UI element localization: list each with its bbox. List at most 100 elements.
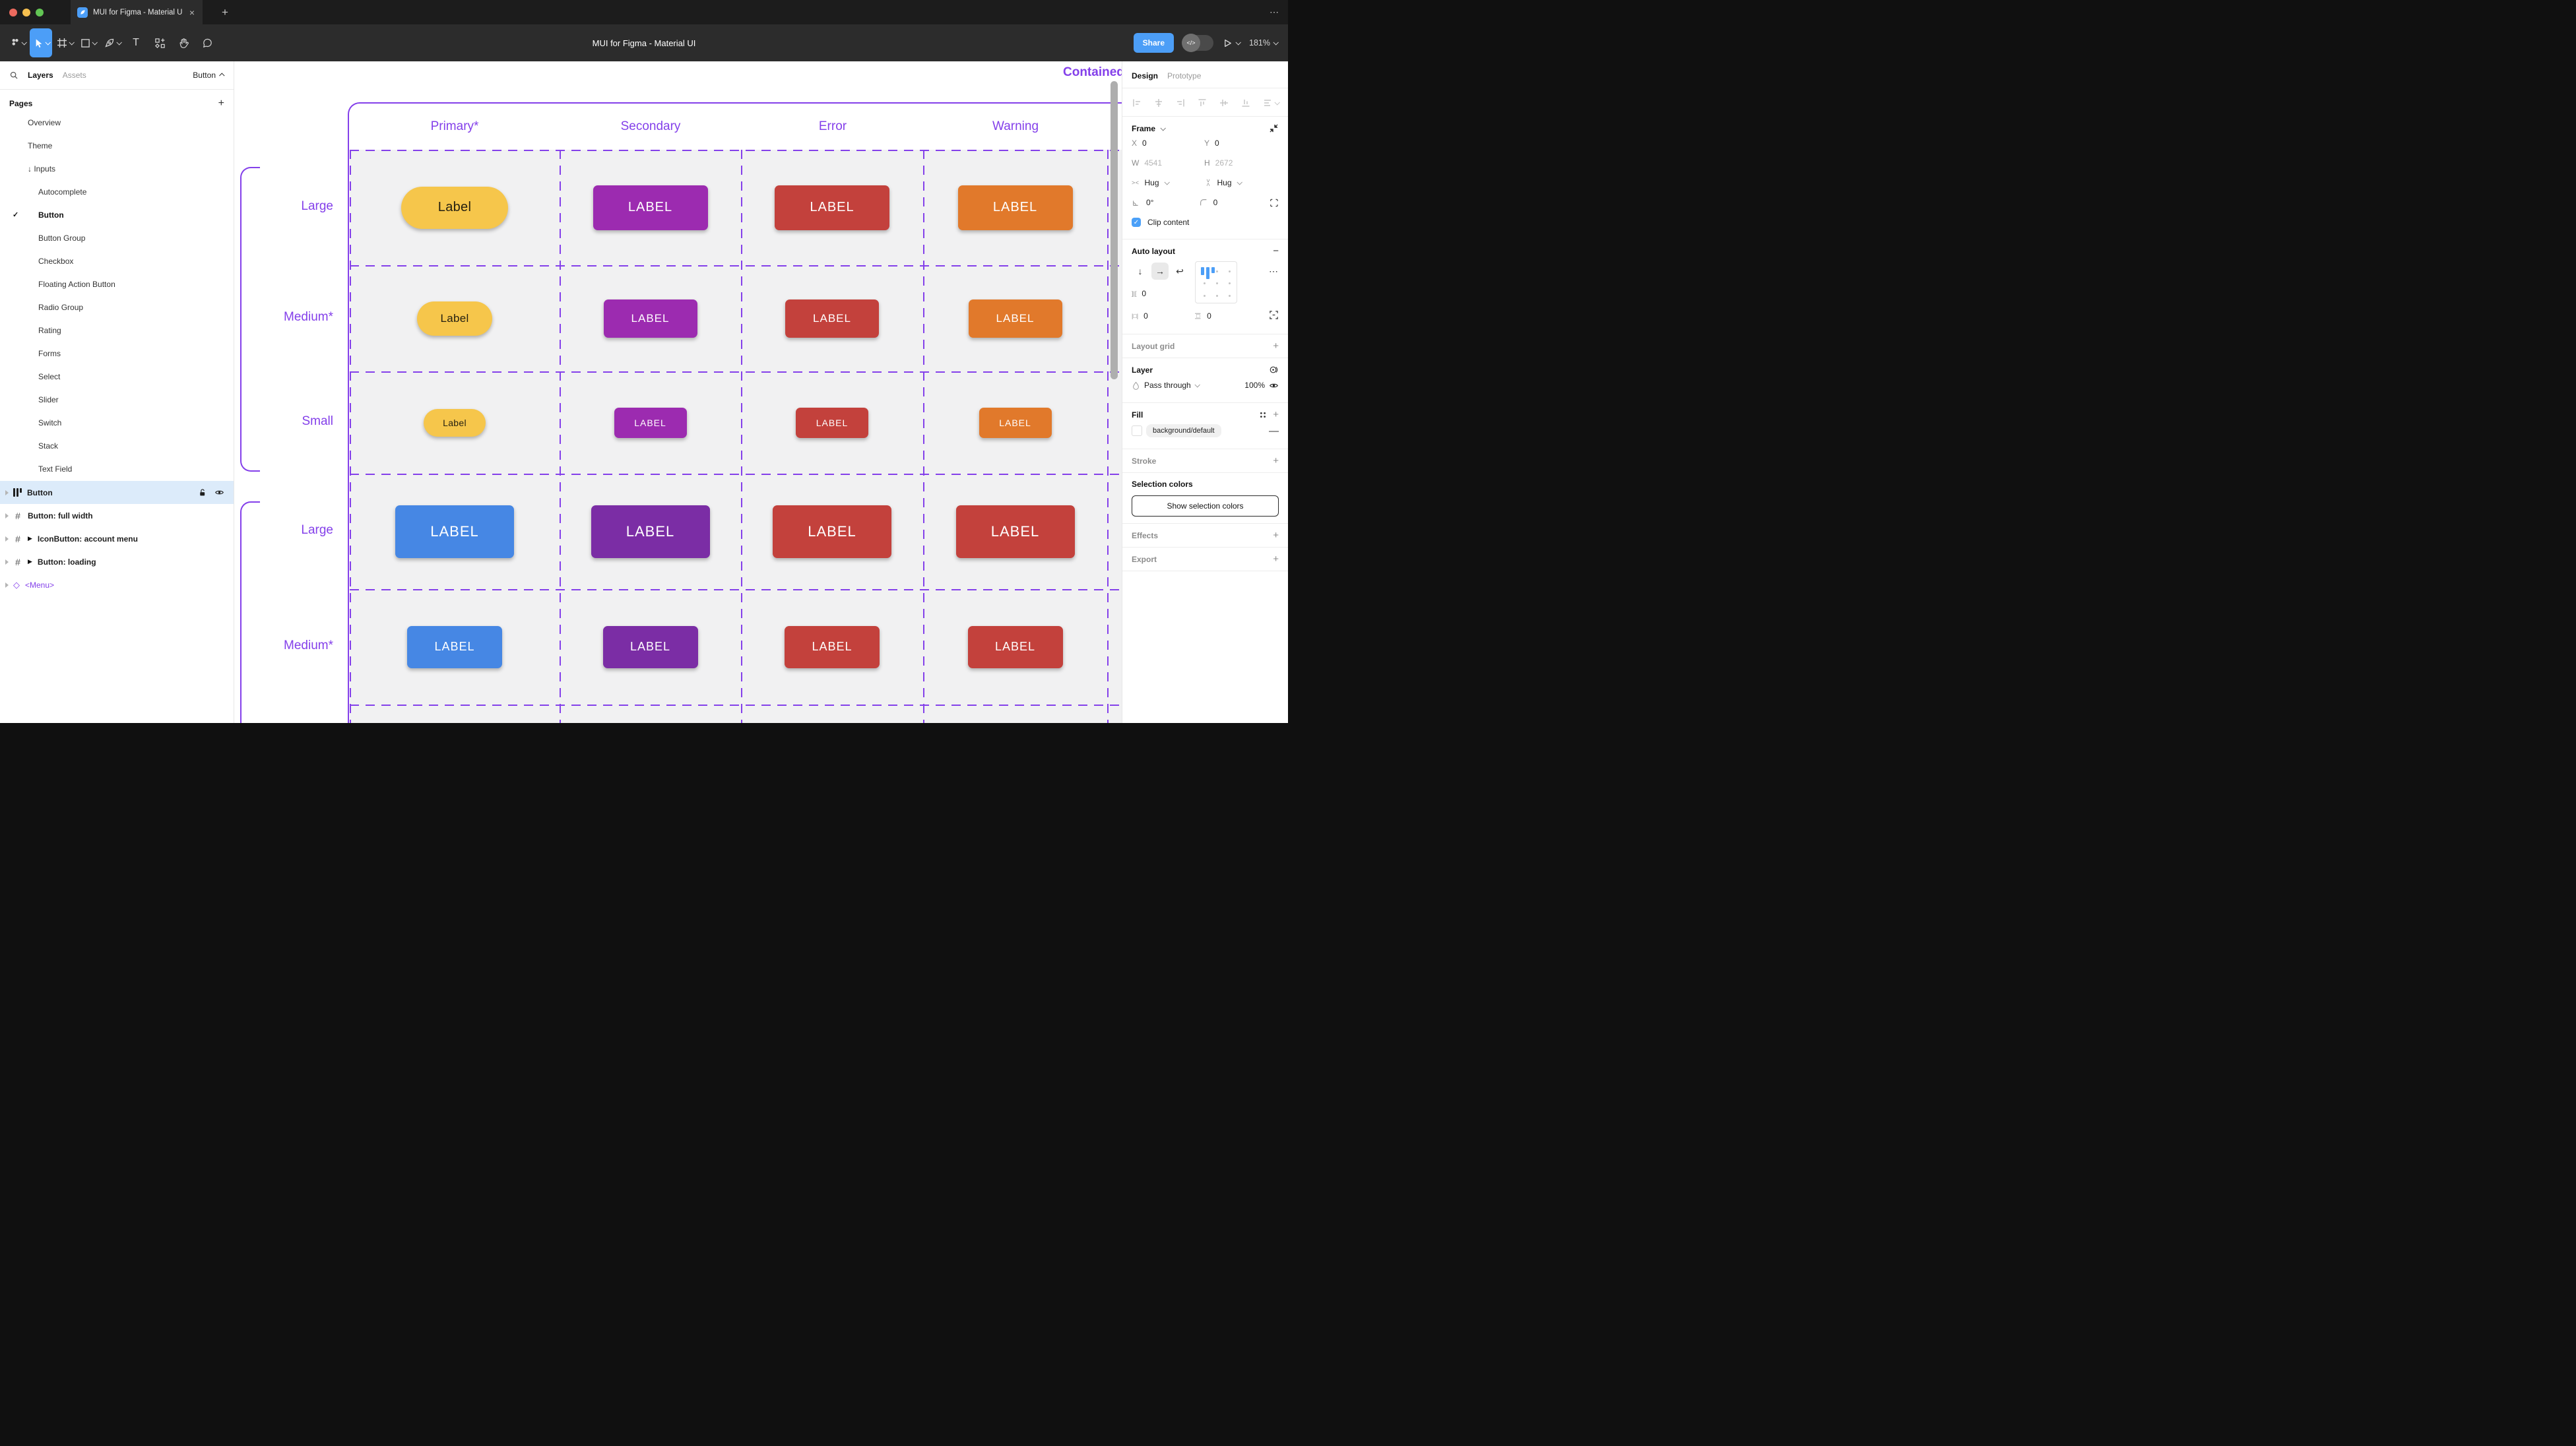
fill-style-chip[interactable]: background/default (1146, 424, 1221, 437)
file-tab[interactable]: MUI for Figma - Material UI × (71, 0, 203, 24)
variant-button-secondary-large[interactable]: LABEL (593, 185, 708, 230)
variant-button-error-small[interactable]: LABEL (796, 407, 868, 438)
align-bottom-icon[interactable] (1240, 98, 1251, 108)
layer-row-iconbutton-account-menu[interactable]: # ▶ IconButton: account menu (0, 527, 234, 550)
unlock-icon[interactable] (198, 488, 207, 497)
layout-wrap[interactable]: ↩ (1176, 265, 1184, 276)
new-tab-button[interactable]: + (222, 5, 228, 18)
dev-mode-toggle[interactable]: </> (1182, 34, 1214, 52)
corner-radius-input[interactable]: 0 (1213, 198, 1218, 207)
individual-padding-icon[interactable] (1269, 310, 1279, 320)
search-icon[interactable] (9, 71, 18, 80)
page-item-button-group[interactable]: Button Group (38, 234, 86, 243)
align-top-icon[interactable] (1197, 98, 1208, 108)
expand-chevron-icon[interactable] (5, 489, 9, 495)
frame-section-title[interactable]: Frame (1132, 123, 1156, 133)
styles-icon[interactable] (1258, 410, 1268, 420)
page-item-select[interactable]: Select (38, 372, 61, 381)
variant-button-secondary-medium-2[interactable]: LABEL (602, 625, 698, 668)
height-input[interactable]: 2672 (1215, 158, 1233, 168)
rotation-input[interactable]: 0° (1146, 198, 1154, 207)
page-item-radio-group[interactable]: Radio Group (38, 303, 84, 312)
expand-chevron-icon[interactable] (5, 536, 9, 542)
layer-row-button-full-width[interactable]: # Button: full width (0, 504, 234, 527)
page-item-rating[interactable]: Rating (38, 326, 61, 335)
gap-input[interactable]: 0 (1142, 289, 1147, 298)
align-right-icon[interactable] (1175, 98, 1186, 108)
close-tab-icon[interactable]: × (189, 7, 195, 18)
present-button[interactable] (1223, 38, 1241, 48)
variant-button-error-medium-2[interactable]: LABEL (785, 625, 880, 668)
close-window-button[interactable] (9, 8, 17, 16)
visibility-icon[interactable] (1269, 381, 1279, 391)
layer-row-menu-component[interactable]: ◇ <Menu> (0, 573, 234, 596)
vertical-padding-input[interactable]: 0 (1207, 311, 1211, 321)
variant-button-primary-medium[interactable]: Label (417, 301, 492, 336)
distribute-menu[interactable] (1262, 98, 1280, 108)
window-more-icon[interactable]: ⋯ (1270, 7, 1280, 17)
horizontal-padding-input[interactable]: 0 (1143, 311, 1148, 321)
x-input[interactable]: 0 (1142, 139, 1147, 148)
blend-mode-select[interactable]: Pass through (1144, 381, 1191, 390)
tab-design[interactable]: Design (1132, 71, 1159, 80)
remove-auto-layout-button[interactable]: − (1273, 245, 1279, 257)
clip-content-checkbox[interactable]: ✓ (1132, 218, 1141, 227)
variant-button-warning-small[interactable]: LABEL (979, 407, 1052, 438)
canvas[interactable]: Contained Primary* Secondary Error Warni… (234, 61, 1122, 723)
remove-fill-button[interactable]: — (1269, 425, 1279, 437)
y-input[interactable]: 0 (1215, 139, 1219, 148)
page-item-inputs[interactable]: ↓ Inputs (28, 164, 56, 173)
variant-button-primary-medium-2[interactable]: LABEL (407, 625, 502, 668)
shape-tool-button[interactable] (77, 28, 100, 57)
variant-button-primary-large-2[interactable]: LABEL (395, 505, 514, 558)
variant-button-secondary-small[interactable]: LABEL (614, 407, 687, 438)
variant-button-secondary-large-2[interactable]: LABEL (591, 505, 710, 558)
page-item-stack[interactable]: Stack (38, 441, 59, 451)
add-fill-button[interactable]: + (1273, 409, 1279, 420)
page-item-autocomplete[interactable]: Autocomplete (38, 187, 87, 197)
hand-tool-button[interactable] (172, 28, 195, 57)
show-selection-colors-button[interactable]: Show selection colors (1132, 495, 1279, 517)
page-item-text-field[interactable]: Text Field (38, 464, 73, 474)
add-export-button[interactable]: + (1273, 553, 1279, 565)
expand-chevron-icon[interactable] (5, 559, 9, 565)
alignment-box[interactable] (1195, 261, 1237, 303)
page-selector[interactable]: Button (193, 71, 225, 80)
fill-color-swatch[interactable] (1132, 425, 1142, 436)
expand-chevron-icon[interactable] (5, 582, 9, 588)
opacity-input[interactable]: 100% (1244, 381, 1265, 390)
zoom-window-button[interactable] (36, 8, 44, 16)
comment-tool-button[interactable] (196, 28, 218, 57)
page-item-switch[interactable]: Switch (38, 418, 62, 427)
add-stroke-button[interactable]: + (1273, 455, 1279, 466)
variant-button-warning-medium-2[interactable]: LABEL (967, 625, 1063, 668)
tab-layers[interactable]: Layers (28, 71, 53, 80)
variant-button-error-large[interactable]: LABEL (775, 185, 889, 230)
add-page-button[interactable]: + (218, 98, 224, 109)
variant-button-error-medium[interactable]: LABEL (785, 299, 879, 338)
vertical-sizing-select[interactable]: ><Hug (1204, 178, 1273, 187)
collapse-icon[interactable] (1269, 123, 1279, 133)
page-item-overview[interactable]: Overview (28, 118, 61, 127)
variant-button-primary-large[interactable]: Label (401, 186, 508, 229)
resources-tool-button[interactable] (148, 28, 171, 57)
frame-title[interactable]: Contained (1063, 65, 1122, 79)
page-item-forms[interactable]: Forms (38, 349, 61, 358)
page-item-checkbox[interactable]: Checkbox (38, 257, 74, 266)
pen-tool-button[interactable] (101, 28, 123, 57)
variant-button-warning-large[interactable]: LABEL (957, 185, 1073, 230)
minimize-window-button[interactable] (22, 8, 30, 16)
frame-tool-button[interactable] (53, 28, 76, 57)
independent-corners-icon[interactable] (1270, 198, 1279, 208)
layout-direction-vertical[interactable]: ↓ (1138, 266, 1143, 276)
page-item-theme[interactable]: Theme (28, 141, 53, 150)
layout-direction-horizontal[interactable]: → (1151, 263, 1169, 280)
blend-mode-icon[interactable] (1269, 365, 1279, 375)
align-left-icon[interactable] (1132, 98, 1142, 108)
layer-row-button[interactable]: Button (0, 481, 234, 504)
expand-chevron-icon[interactable] (5, 513, 9, 519)
page-item-button[interactable]: ✓ Button (0, 204, 234, 227)
tab-assets[interactable]: Assets (62, 71, 86, 80)
variant-button-error-large-2[interactable]: LABEL (773, 505, 891, 558)
page-item-floating-action-button[interactable]: Floating Action Button (38, 280, 115, 289)
